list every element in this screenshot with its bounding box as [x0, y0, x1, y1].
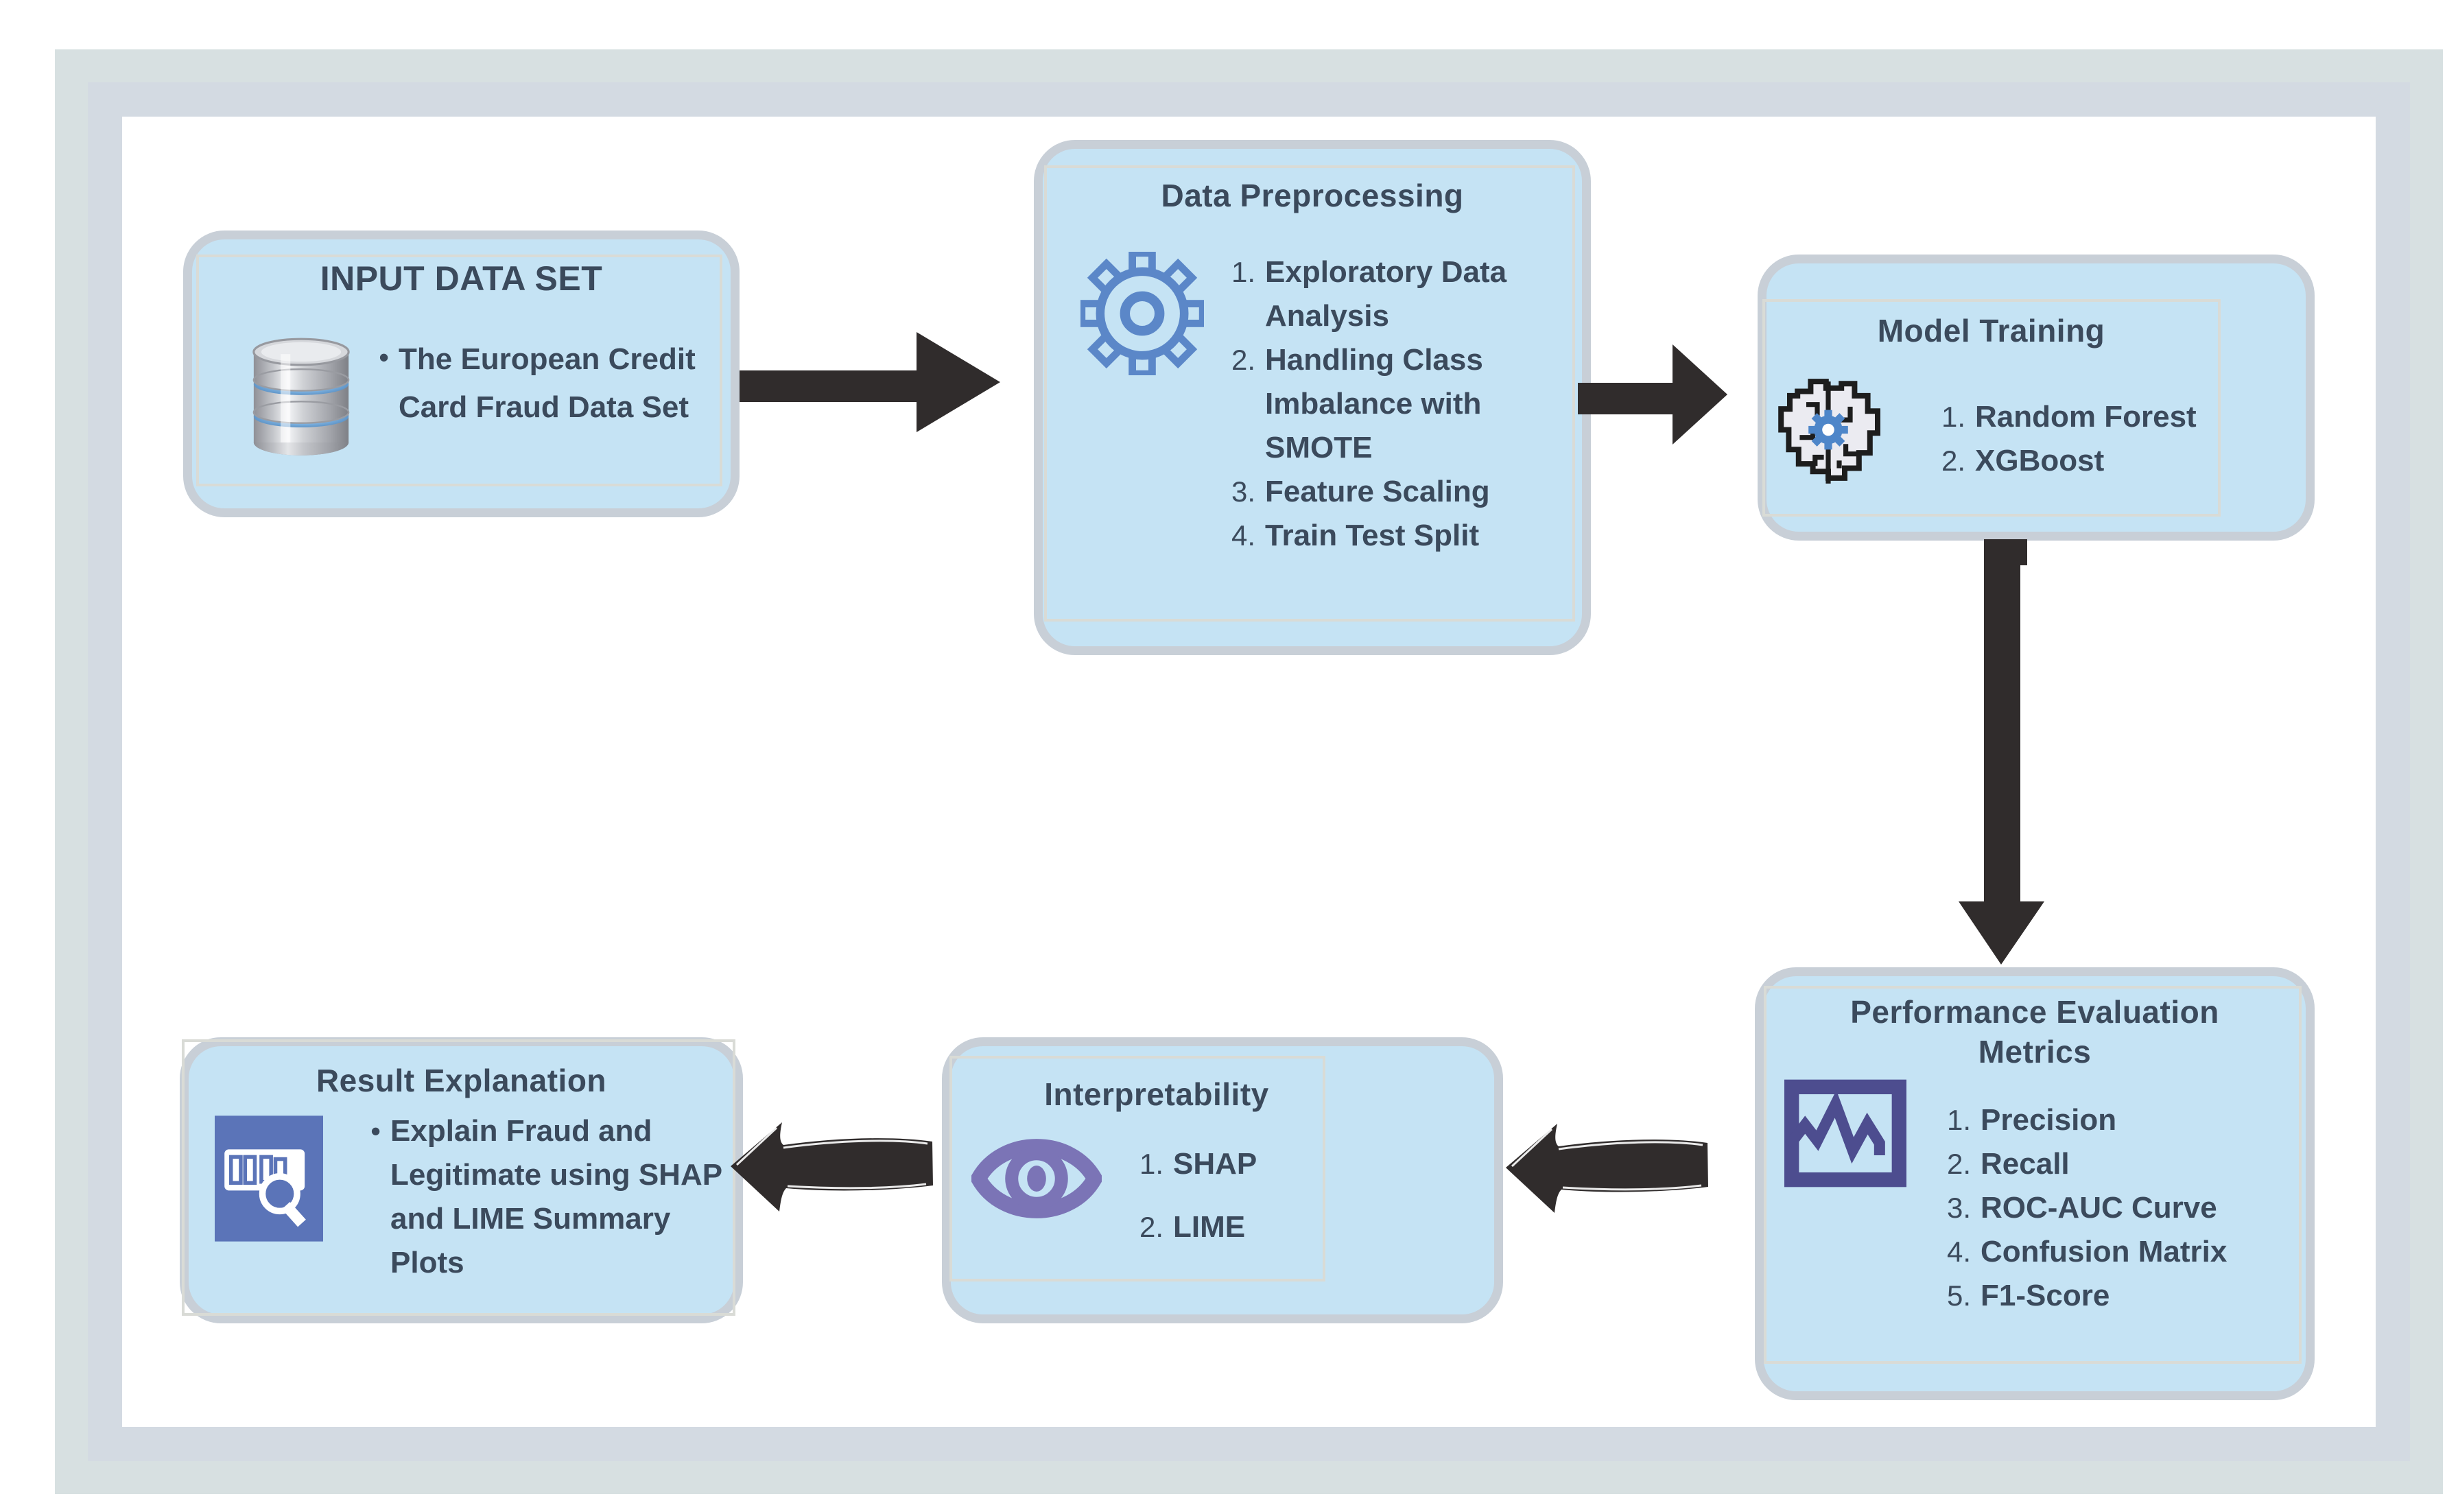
list-text: Feature Scaling: [1265, 475, 1490, 508]
list-marker: 5.: [1946, 1279, 1971, 1312]
list-text: The European Credit Card Fraud Data Set: [399, 342, 696, 424]
list-marker: 2.: [1139, 1211, 1163, 1243]
list-marker: •: [370, 1115, 381, 1147]
node-list: 1. SHAP 2. LIME: [1128, 1133, 1334, 1259]
list-item: 3. Feature Scaling: [1220, 470, 1566, 514]
node-title: INPUT DATA SET: [320, 259, 603, 298]
node-list: 1. Precision 2. Recall 3. ROC-AUC Curve …: [1935, 1098, 2292, 1318]
arrow-training-to-evaluation: [1959, 539, 2044, 965]
list-text: Random Forest: [1975, 400, 2197, 434]
list-item: 4. Confusion Matrix: [1935, 1230, 2292, 1274]
node-interpretability: Interpretability 1. SHAP 2. LIME: [942, 1037, 1503, 1323]
node-performance-evaluation: Performance Evaluation Metrics 1. Precis…: [1755, 967, 2315, 1400]
list-item: 1. Random Forest: [1930, 395, 2286, 439]
list-marker: •: [379, 341, 389, 373]
list-item: 2. LIME: [1128, 1196, 1334, 1259]
list-item: 2. Recall: [1935, 1142, 2292, 1186]
list-marker: 4.: [1946, 1236, 1971, 1268]
list-item: 3. ROC-AUC Curve: [1935, 1186, 2292, 1230]
node-title: Model Training: [1877, 313, 2105, 349]
arrow-interpretability-to-result: [729, 1117, 934, 1220]
node-input-data-set: INPUT DATA SET: [183, 231, 740, 517]
list-marker: 4.: [1231, 519, 1255, 552]
monitor-icon: [1784, 1079, 1906, 1188]
node-list: 1. Random Forest 2. XGBoost: [1930, 395, 2286, 483]
list-marker: 1.: [1139, 1148, 1163, 1180]
list-item: 1. SHAP: [1128, 1133, 1334, 1196]
arrow-evaluation-to-interpretability: [1504, 1118, 1710, 1221]
list-marker: 2.: [1941, 445, 1965, 477]
gear-icon: [1080, 252, 1204, 375]
list-marker: 3.: [1946, 1192, 1971, 1224]
node-title: Result Explanation: [316, 1063, 607, 1098]
list-text: Handling Class Imbalance with SMOTE: [1265, 343, 1483, 464]
list-text: LIME: [1173, 1210, 1246, 1244]
brain-icon: [1773, 353, 1883, 507]
list-text: ROC-AUC Curve: [1981, 1191, 2217, 1225]
list-text: XGBoost: [1975, 444, 2105, 477]
list-text: Precision: [1981, 1103, 2117, 1137]
list-text: F1-Score: [1981, 1279, 2110, 1312]
list-text: Confusion Matrix: [1981, 1235, 2227, 1268]
list-item: 4. Train Test Split: [1220, 514, 1566, 558]
list-text: Explain Fraud and Legitimate using SHAP …: [390, 1114, 722, 1279]
node-model-training: Model Training: [1758, 255, 2315, 541]
node-list: • Explain Fraud and Legitimate using SHA…: [345, 1109, 726, 1285]
list-item: 5. F1-Score: [1935, 1274, 2292, 1318]
list-marker: 1.: [1941, 401, 1965, 433]
node-list: 1. Exploratory Data Analysis 2. Handling…: [1220, 250, 1566, 558]
list-marker: 3.: [1231, 475, 1255, 508]
eye-icon: [971, 1120, 1102, 1237]
list-item: 2. Handling Class Imbalance with SMOTE: [1220, 338, 1566, 470]
list-marker: 1.: [1946, 1104, 1971, 1136]
node-result-explanation: Result Explanation • Explain Fraud and L…: [180, 1037, 743, 1323]
node-title: Data Preprocessing: [1161, 178, 1464, 213]
arrow-preprocessing-to-training: [1578, 329, 1727, 460]
list-item: • Explain Fraud and Legitimate using SHA…: [345, 1109, 726, 1285]
list-text: Exploratory Data Analysis: [1265, 255, 1507, 333]
node-list: • The European Credit Card Fraud Data Se…: [353, 335, 703, 432]
list-marker: 1.: [1231, 256, 1255, 288]
list-item: 1. Exploratory Data Analysis: [1220, 250, 1566, 338]
node-data-preprocessing: Data Preprocessing: [1034, 140, 1591, 655]
arrow-input-to-preprocessing: [740, 317, 1000, 447]
list-text: Train Test Split: [1265, 519, 1480, 552]
list-marker: 2.: [1231, 344, 1255, 376]
list-text: SHAP: [1173, 1147, 1257, 1181]
node-title: Interpretability: [1044, 1076, 1269, 1112]
list-item: 1. Precision: [1935, 1098, 2292, 1142]
list-item: 2. XGBoost: [1930, 439, 2286, 483]
node-title: Performance Evaluation Metrics: [1850, 994, 2219, 1070]
barchart-magnifier-icon: [215, 1115, 323, 1242]
database-icon: [247, 337, 355, 458]
list-text: Recall: [1981, 1147, 2070, 1181]
list-item: • The European Credit Card Fraud Data Se…: [353, 335, 703, 432]
list-marker: 2.: [1946, 1148, 1971, 1180]
page-frame: [55, 49, 2443, 1494]
